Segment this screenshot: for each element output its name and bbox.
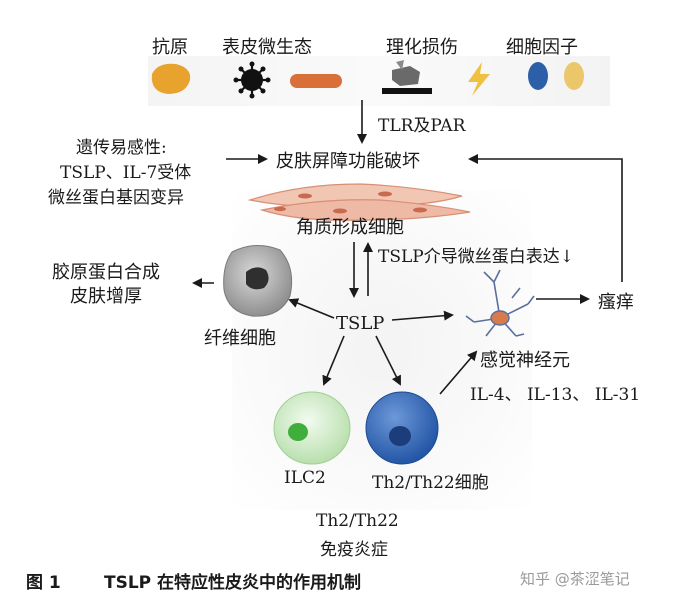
lightning-icon [468, 62, 490, 96]
label-genetics-2: TSLP、IL-7受体 [60, 163, 192, 183]
label-fibroblast: 纤维细胞 [204, 328, 276, 349]
arrow-tslp-to-neuron [391, 310, 454, 321]
antigen-icon [151, 63, 191, 94]
label-barrier: 皮肤屏障功能破坏 [276, 151, 420, 172]
keratinocyte-cells-icon [247, 183, 471, 221]
label-tlr-par: TLR及PAR [378, 116, 466, 136]
arrow-th2-to-neuron [439, 350, 478, 395]
arrow-tslp-to-th2 [375, 335, 401, 386]
cytokine-yellow-icon [564, 62, 584, 90]
arrow-tslp-to-ilc2 [322, 335, 345, 386]
label-physchem-damage: 理化损伤 [386, 37, 458, 58]
label-th2-cell: Th2/Th22细胞 [372, 473, 489, 493]
label-cytokines: 细胞因子 [506, 37, 578, 58]
label-ilc2: ILC2 [284, 468, 326, 488]
virus-icon [233, 61, 271, 99]
label-collagen-2: 皮肤增厚 [70, 286, 142, 307]
label-itch: 瘙痒 [598, 292, 634, 313]
label-antigen: 抗原 [152, 37, 188, 58]
arrow-itch-to-barrier [468, 154, 623, 282]
fibroblast-icon [223, 245, 293, 317]
label-tslp-note: TSLP介导微丝蛋白表达↓ [378, 247, 574, 267]
sensory-neuron-icon [465, 269, 535, 337]
neuron-body-icon [490, 310, 510, 326]
label-genetics-1: 遗传易感性: [76, 138, 167, 158]
label-genetics-3: 微丝蛋白基因变异 [48, 188, 184, 208]
th2-th22-cell-icon [365, 391, 439, 465]
label-collagen-1: 胶原蛋白合成 [52, 262, 160, 283]
ilc2-cell-icon [273, 391, 351, 465]
label-interleukins: IL-4、 IL-13、 IL-31 [470, 385, 641, 405]
figure-number: 图 1 [26, 573, 61, 593]
figure-caption: TSLP 在特应性皮炎中的作用机制 [104, 573, 362, 593]
label-neuron: 感觉神经元 [480, 350, 570, 371]
label-immunity-1: Th2/Th22 [316, 511, 399, 531]
cytokine-blue-icon [528, 62, 548, 90]
label-microbiome: 表皮微生态 [222, 37, 312, 58]
arrow-tslp-to-fibroblast [288, 298, 335, 319]
label-tslp: TSLP [336, 313, 385, 334]
watermark: 知乎 @茶涩笔记 [520, 570, 630, 588]
label-keratinocyte: 角质形成细胞 [296, 217, 404, 238]
bacteria-icon [290, 74, 342, 88]
label-immunity-2: 免疫炎症 [320, 540, 388, 560]
skin-damage-icon [382, 60, 432, 94]
